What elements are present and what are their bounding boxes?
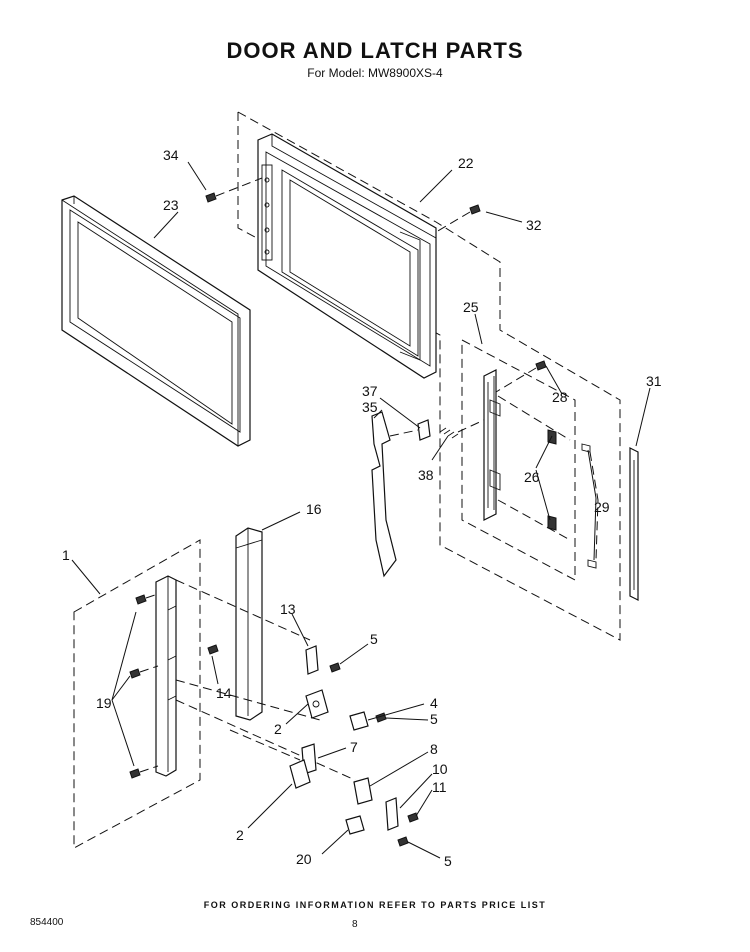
latch-plate-25	[461, 339, 576, 581]
callout-23: 23	[163, 197, 179, 213]
page-title: DOOR AND LATCH PARTS	[226, 38, 524, 63]
document-number: 854400	[30, 917, 64, 928]
callout-35: 35	[362, 399, 378, 415]
callout-11: 11	[432, 779, 447, 795]
callout-4: 4	[430, 695, 438, 711]
callout-10: 10	[432, 761, 448, 777]
screws-19	[129, 593, 159, 779]
latch-hooks-26	[547, 429, 557, 531]
callout-26: 26	[524, 469, 540, 485]
switch-20	[345, 815, 365, 835]
callout-25: 25	[463, 299, 479, 315]
callout-31: 31	[646, 373, 662, 389]
latch-arm-35	[371, 411, 397, 578]
callout-16: 16	[306, 501, 322, 517]
callout-14: 14	[216, 685, 232, 701]
screw-14	[207, 644, 219, 655]
callout-34: 34	[163, 147, 179, 163]
callout-29: 29	[594, 499, 610, 515]
callout-2a: 2	[274, 721, 282, 737]
callout-2b: 2	[236, 827, 244, 843]
callout-20: 20	[296, 851, 312, 867]
callout-37: 37	[362, 383, 378, 399]
leader-lines	[71, 161, 651, 859]
choke-strip-31	[629, 447, 639, 601]
callout-5a: 5	[370, 631, 378, 647]
spring-38	[439, 419, 485, 439]
callout-7: 7	[350, 739, 358, 755]
switch-holder-2b	[289, 759, 311, 789]
screw-11	[407, 812, 419, 823]
callout-22: 22	[458, 155, 474, 171]
latch-housing-16	[235, 527, 263, 721]
springs-29	[581, 443, 599, 569]
callout-8: 8	[430, 741, 438, 757]
alignment-lines	[175, 579, 356, 781]
latch-key-37	[389, 419, 431, 441]
callout-5c: 5	[444, 853, 452, 869]
model-subtitle: For Model: MW8900XS-4	[307, 66, 443, 80]
ordering-note: FOR ORDERING INFORMATION REFER TO PARTS …	[203, 900, 547, 910]
callout-13: 13	[280, 601, 296, 617]
switch-13	[305, 645, 319, 675]
screw-34	[205, 177, 263, 203]
screw-32	[435, 204, 481, 233]
screw-5c	[397, 836, 409, 847]
callout-32: 32	[526, 217, 542, 233]
callout-28: 28	[552, 389, 568, 405]
callout-38: 38	[418, 467, 434, 483]
callout-5b: 5	[430, 711, 438, 727]
door-frame-23	[61, 195, 251, 447]
screw-28	[495, 360, 547, 393]
callout-19: 19	[96, 695, 112, 711]
switch-holder-2a	[305, 689, 329, 719]
callout-1: 1	[62, 547, 70, 563]
latch-bracket-19	[155, 575, 177, 777]
switch-4	[349, 711, 369, 731]
latch-assembly-outline	[73, 539, 201, 849]
lever-10	[385, 797, 399, 831]
page-number: 8	[352, 919, 358, 930]
inner-door-panel-22	[257, 133, 437, 379]
switch-8	[353, 777, 373, 805]
screw-5a	[329, 662, 341, 673]
